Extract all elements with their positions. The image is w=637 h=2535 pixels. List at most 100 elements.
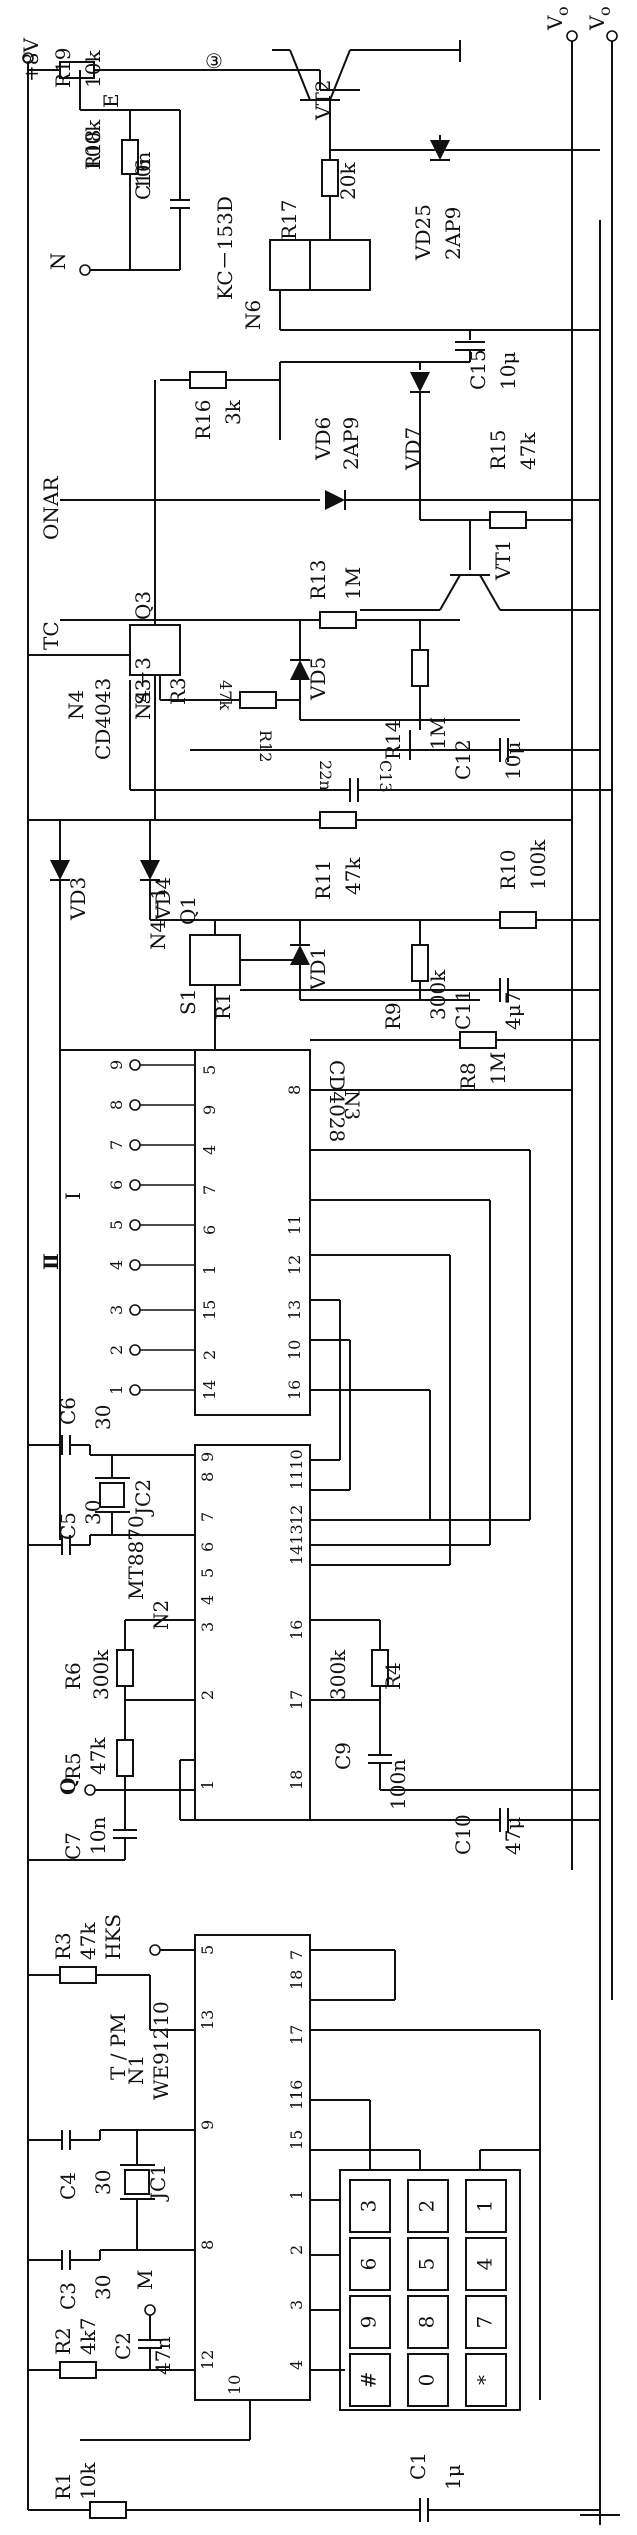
r17-resistor: R17 20k bbox=[277, 100, 600, 250]
svg-text:3: 3 bbox=[107, 1305, 126, 1315]
svg-text:R6: R6 bbox=[61, 1662, 85, 1690]
e-label: E bbox=[99, 93, 123, 108]
svg-text:N2: N2 bbox=[149, 1600, 173, 1630]
n1-top-pins: 12 8 9 13 5 10 bbox=[198, 1945, 244, 2395]
vd25-diode: VD25 2AP9 bbox=[411, 135, 465, 261]
svg-text:10k: 10k bbox=[81, 50, 105, 88]
svg-text:4: 4 bbox=[107, 1260, 126, 1270]
svg-text:47k: 47k bbox=[76, 1922, 100, 1960]
n3-top-pins: 14 2 15 1 6 7 4 9 5 bbox=[200, 1065, 219, 1400]
c1-capacitor: C1 1μ bbox=[406, 2452, 600, 2522]
svg-text:7: 7 bbox=[198, 1512, 217, 1522]
svg-text:10k: 10k bbox=[76, 2462, 100, 2500]
svg-text:C16: C16 bbox=[131, 159, 155, 200]
svg-text:18: 18 bbox=[287, 1770, 306, 1790]
svg-text:8: 8 bbox=[285, 1085, 304, 1095]
svg-text:C10: C10 bbox=[451, 1814, 475, 1855]
svg-text:20k: 20k bbox=[336, 162, 360, 200]
supply-label: +8V bbox=[19, 38, 43, 82]
n4-3-switch: Q3 S3 R3 N4 CD4043 N4－3 bbox=[28, 380, 190, 820]
svg-text:7: 7 bbox=[200, 1185, 219, 1195]
vd3-diode: VD3 bbox=[50, 820, 90, 1540]
svg-text:17: 17 bbox=[287, 1690, 306, 1710]
svg-text:V: V bbox=[585, 15, 609, 31]
svg-text:18: 18 bbox=[287, 1970, 306, 1990]
svg-text:VD1: VD1 bbox=[306, 947, 330, 991]
svg-text:VD7: VD7 bbox=[401, 427, 425, 471]
svg-text:C1: C1 bbox=[406, 2452, 430, 2480]
svg-text:1M: 1M bbox=[426, 717, 450, 750]
keypad-key-label: * bbox=[473, 2375, 497, 2385]
svg-text:10μ: 10μ bbox=[501, 742, 525, 780]
c12-capacitor: C12 10μ bbox=[190, 720, 600, 780]
svg-text:VT1: VT1 bbox=[491, 539, 515, 581]
svg-text:C6: C6 bbox=[56, 1397, 80, 1425]
svg-text:CD4028: CD4028 bbox=[325, 1060, 349, 1142]
r13-resistor: R13 1M bbox=[60, 559, 460, 629]
c6-capacitor: C6 30 bbox=[28, 1397, 115, 1455]
svg-text:13: 13 bbox=[285, 1300, 304, 1320]
svg-text:2AP9: 2AP9 bbox=[441, 207, 465, 260]
svg-text:R12: R12 bbox=[256, 730, 275, 762]
svg-text:S3: S3 bbox=[131, 679, 155, 705]
n1-right-wires bbox=[80, 1949, 541, 2441]
c15-capacitor: C15 10μ bbox=[455, 330, 520, 390]
svg-text:9: 9 bbox=[198, 1452, 217, 1462]
svg-text:R9: R9 bbox=[381, 1002, 405, 1030]
ground-rail bbox=[430, 40, 620, 2525]
svg-text:15: 15 bbox=[287, 2130, 306, 2150]
svg-text:4: 4 bbox=[198, 1595, 217, 1605]
keypad-key bbox=[465, 2179, 507, 2233]
c5-capacitor: C5 30 bbox=[28, 1500, 105, 1555]
n2-output-wires bbox=[179, 1459, 530, 1821]
svg-text:R8: R8 bbox=[456, 1062, 480, 1090]
svg-text:Q3: Q3 bbox=[131, 591, 155, 620]
svg-text:4μ7: 4μ7 bbox=[501, 992, 525, 1030]
svg-text:Q1: Q1 bbox=[176, 896, 200, 925]
r5-resistor: R5 47k bbox=[61, 1700, 195, 1791]
r16-resistor: R16 3k bbox=[160, 371, 280, 440]
keypad-key bbox=[407, 2353, 449, 2407]
svg-text:47k: 47k bbox=[216, 680, 235, 710]
svg-text:47k: 47k bbox=[516, 432, 540, 470]
svg-text:R14: R14 bbox=[381, 719, 405, 760]
r18-c16-network: R18 100k C16 10n bbox=[79, 70, 190, 271]
svg-text:C9: C9 bbox=[331, 1742, 355, 1770]
svg-text:10: 10 bbox=[225, 2375, 244, 2395]
svg-text:VT2: VT2 bbox=[311, 79, 335, 121]
r10-resistor: R10 100k bbox=[150, 839, 600, 929]
bus-wires bbox=[310, 1149, 531, 1520]
svg-text:10n: 10n bbox=[86, 1817, 110, 1855]
figure-number: ③ bbox=[205, 49, 223, 73]
svg-text:300k: 300k bbox=[426, 969, 450, 1020]
svg-text:JC1: JC1 bbox=[146, 2164, 170, 2202]
vt2-transistor: VT2 bbox=[272, 49, 430, 121]
n2-top-pins: 1 2 3 4 5 6 7 8 9 bbox=[198, 1452, 217, 1790]
svg-text:47k: 47k bbox=[341, 857, 365, 895]
svg-text:R3: R3 bbox=[166, 677, 190, 705]
svg-text:C4: C4 bbox=[56, 2172, 80, 2200]
q-label: Q bbox=[56, 1778, 80, 1795]
svg-text:4: 4 bbox=[200, 1145, 219, 1155]
svg-text:R2: R2 bbox=[51, 2327, 75, 2355]
svg-text:1M: 1M bbox=[341, 567, 365, 600]
keypad-key-label: 5 bbox=[415, 2258, 439, 2271]
svg-text:30: 30 bbox=[81, 1500, 105, 1525]
svg-text:N3: N3 bbox=[340, 1090, 364, 1120]
svg-text:C5: C5 bbox=[56, 1512, 80, 1540]
svg-text:47n: 47n bbox=[151, 2337, 175, 2375]
tc-label: TC bbox=[39, 621, 63, 650]
svg-text:30: 30 bbox=[91, 2275, 115, 2300]
svg-text:8: 8 bbox=[198, 2240, 217, 2250]
svg-text:9: 9 bbox=[107, 1060, 126, 1070]
c4-capacitor: C4 30 bbox=[28, 2130, 115, 2200]
svg-text:2: 2 bbox=[198, 1690, 217, 1700]
onar-label: ONAR bbox=[39, 476, 63, 540]
keypad-key-label: 2 bbox=[415, 2200, 439, 2213]
svg-text:2AP9: 2AP9 bbox=[339, 417, 363, 470]
vd5-diode: VD5 bbox=[290, 620, 330, 720]
supply-rail bbox=[22, 52, 90, 2511]
svg-text:8: 8 bbox=[198, 1472, 217, 1482]
